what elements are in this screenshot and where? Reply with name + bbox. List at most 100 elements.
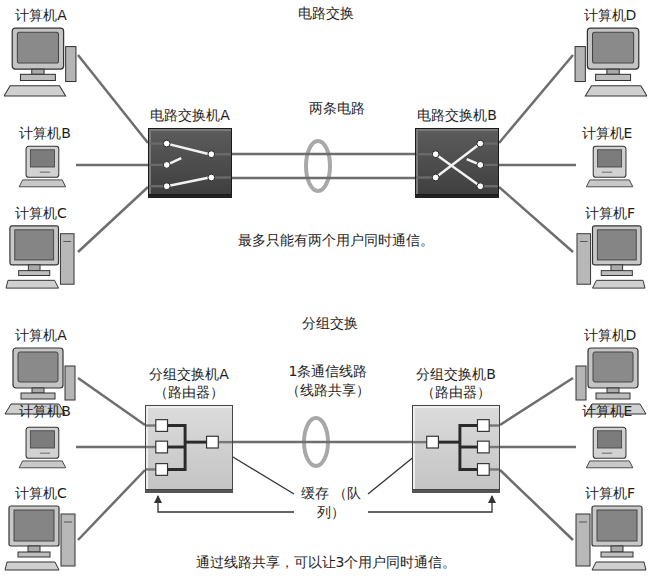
drawing-part	[5, 562, 59, 570]
circuit-ring	[306, 141, 330, 191]
drawing-part	[587, 28, 638, 69]
drawing-part	[607, 69, 619, 74]
caption-note: 通过线路共享，可以让3个用户同时通信。	[196, 553, 457, 572]
drawing-part	[413, 441, 427, 443]
drawing-part	[4, 86, 66, 96]
drawing-part	[18, 352, 58, 382]
drawing-part	[9, 506, 59, 546]
drawing-part	[32, 69, 44, 74]
drawing-part	[460, 426, 478, 470]
drawing-part	[593, 427, 626, 458]
drawing-part	[19, 271, 50, 276]
drawing-part	[40, 172, 50, 173]
buffer-bracket	[158, 496, 294, 512]
caption-note: 最多只能有两个用户同时通信。	[238, 231, 434, 250]
drawing-part	[432, 140, 483, 189]
drawing-part	[17, 32, 58, 63]
connection-line	[500, 378, 573, 425]
connection-line	[499, 55, 573, 143]
drawing-part	[611, 546, 623, 552]
drawing-part	[427, 436, 439, 448]
drawing-part	[489, 446, 499, 448]
drawing-part	[149, 144, 230, 187]
computer-icon	[573, 26, 647, 98]
drawing-part	[586, 427, 633, 467]
drawing-part	[6, 280, 58, 288]
drawing-part	[167, 144, 210, 155]
drawing-part	[64, 522, 72, 523]
drawing-part	[477, 420, 489, 432]
drawing-part	[577, 234, 591, 285]
drawing-part	[163, 140, 170, 147]
computer: 计算机F	[573, 484, 647, 574]
drawing-part	[592, 506, 642, 546]
drawing-part	[156, 420, 218, 476]
switch-box: 电路交换机B	[415, 128, 499, 195]
drawing-part	[477, 441, 489, 453]
switch-internals	[146, 406, 232, 489]
drawing-part	[14, 510, 54, 541]
drawing-part	[607, 388, 619, 393]
connection-line	[499, 164, 576, 167]
drawing-part	[597, 230, 636, 260]
drawing-part	[598, 150, 622, 167]
drawing-part	[416, 144, 497, 187]
drawing-part	[146, 424, 156, 426]
drawing-part	[580, 241, 588, 242]
drawing-part	[156, 441, 168, 453]
drawing-part	[602, 453, 612, 454]
switch-box: 分组交换机B （路由器）	[412, 405, 500, 490]
drawing-part	[19, 180, 66, 187]
drawing-part	[26, 146, 59, 177]
drawing-part	[597, 510, 637, 541]
computer-label: 计算机D	[573, 6, 647, 24]
drawing-part	[596, 393, 630, 399]
computer-icon	[576, 422, 638, 474]
computer-label: 计算机F	[573, 204, 647, 222]
computer: 计算机C	[4, 204, 78, 292]
drawing-part	[15, 230, 54, 260]
drawing-part	[436, 144, 481, 178]
drawing-part	[32, 388, 44, 393]
switch-box: 电路交换机A	[148, 128, 232, 195]
drawing-part	[477, 162, 484, 169]
drawing-part	[12, 28, 63, 69]
drawing-part	[602, 172, 612, 173]
drawing-part	[208, 151, 215, 158]
callout-label: 1条通信线路 （线路共享）	[278, 362, 378, 400]
switch-box: 分组交换机A （路由器）	[145, 405, 233, 490]
drawing-part	[585, 86, 647, 96]
connection-line	[232, 153, 415, 156]
drawing-part	[156, 420, 168, 432]
drawing-part	[185, 441, 206, 444]
drawing-part	[460, 446, 478, 449]
computer: 计算机F	[573, 204, 647, 292]
connection-line	[78, 55, 148, 143]
computer: 计算机C	[4, 484, 78, 574]
computer-icon	[573, 224, 647, 292]
drawing-part	[66, 47, 76, 82]
drawing-part	[436, 144, 481, 187]
computer-icon	[14, 144, 76, 190]
computer-icon	[4, 224, 78, 292]
drawing-part	[598, 431, 622, 448]
connection-line	[500, 470, 573, 540]
computer-icon	[4, 504, 78, 574]
drawing-part	[593, 280, 645, 288]
drawing-part	[593, 352, 633, 382]
drawing-part	[28, 546, 40, 552]
computer: 计算机B	[14, 124, 76, 190]
drawing-part	[601, 271, 632, 276]
switch-internals	[416, 129, 498, 194]
computer-label: 计算机D	[573, 326, 647, 344]
drawing-part	[413, 420, 499, 476]
drawing-part	[26, 427, 59, 458]
drawing-part	[438, 426, 477, 470]
buffer-bracket	[368, 496, 492, 512]
computer-icon	[576, 144, 638, 190]
drawing-part	[413, 426, 499, 470]
drawing-part	[477, 140, 484, 147]
drawing-part	[432, 174, 439, 181]
callout-label: 两条电路	[309, 99, 365, 118]
switch-internals	[149, 129, 231, 194]
